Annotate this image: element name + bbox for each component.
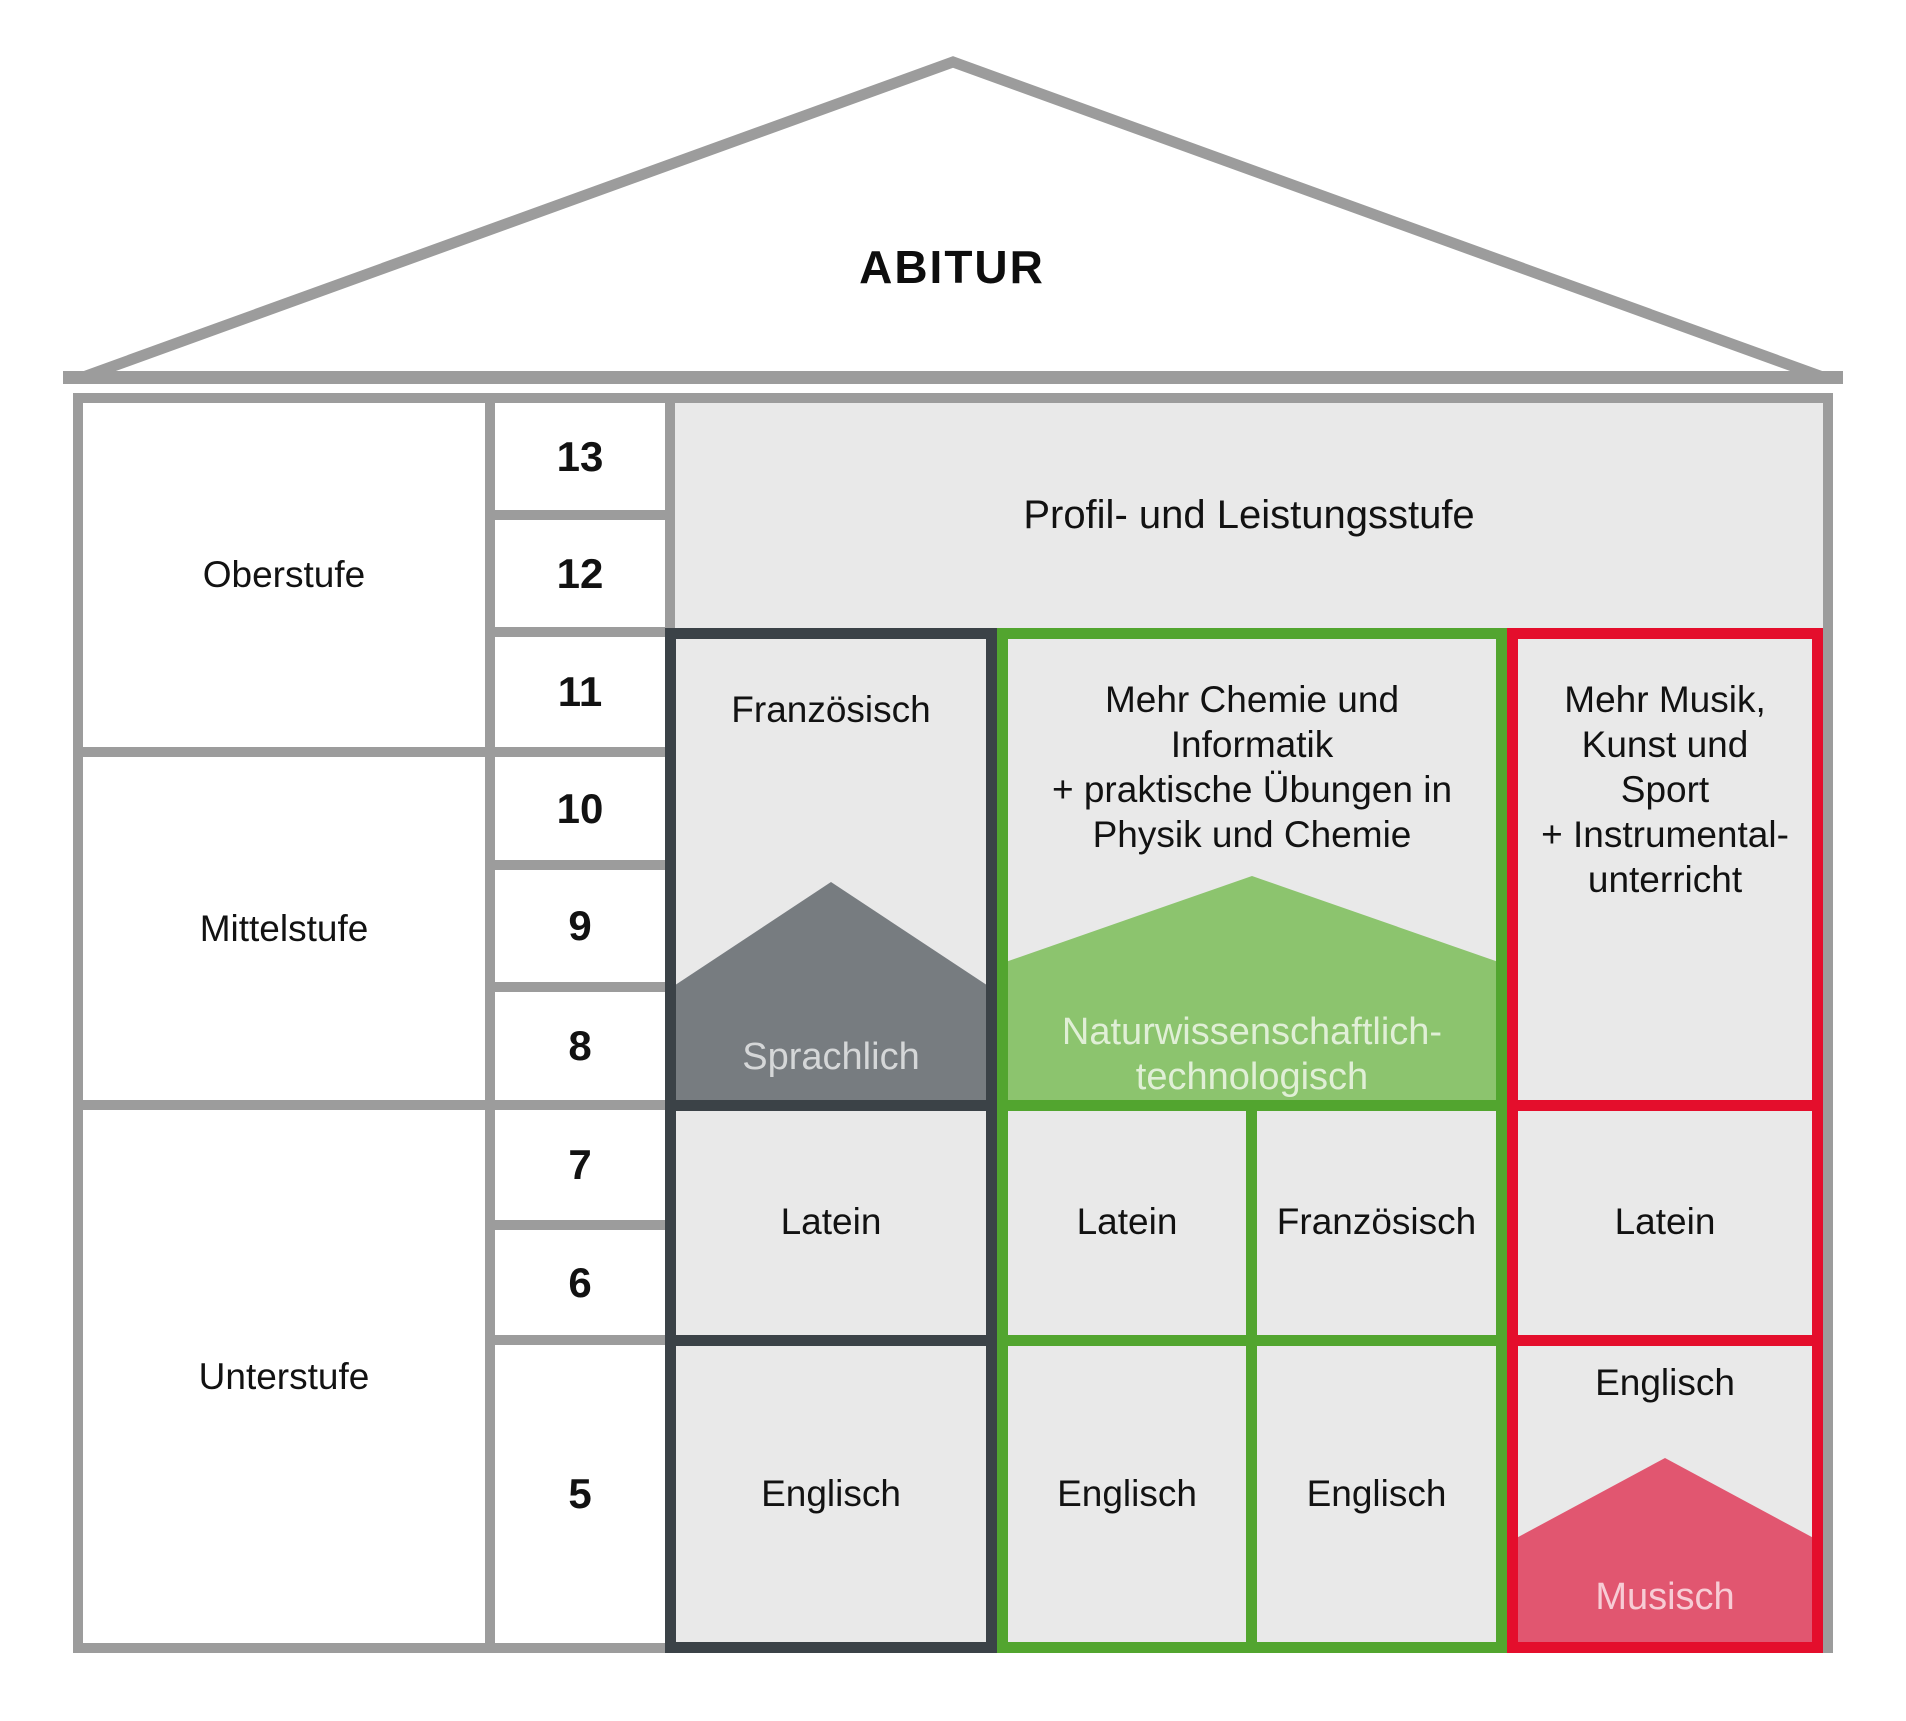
- grade-label-10: 10: [556, 784, 604, 832]
- grade-cell-6: 6: [495, 1230, 665, 1345]
- stage-cell-mittelstufe: Mittelstufe: [83, 757, 485, 1110]
- track-naturwissenschaftlich-technologisch: Mehr Chemie und Informatik + praktische …: [997, 628, 1507, 1653]
- nt-left-lower-subject: Englisch: [1057, 1473, 1197, 1514]
- nt-subcolumn-divider: [1246, 1111, 1257, 1642]
- sprachlich-middle-subject: Latein: [780, 1201, 882, 1242]
- sprachlich-divider-upper: [676, 1100, 986, 1111]
- grade-cell-10: 10: [495, 757, 665, 870]
- grade-label-5: 5: [568, 1470, 592, 1517]
- grade-label-11: 11: [557, 668, 603, 715]
- musisch-house-banner: Musisch: [1518, 1458, 1812, 1642]
- nt-profile-line-2: Informatik: [1170, 724, 1334, 765]
- stage-label-oberstufe: Oberstufe: [202, 554, 366, 595]
- musisch-profile-line-4: + Instrumental-: [1541, 814, 1789, 855]
- stage-cell-oberstufe: Oberstufe: [83, 403, 485, 757]
- grade-label-7: 7: [568, 1141, 592, 1188]
- grade-label-8: 8: [568, 1022, 592, 1069]
- grade-label-9: 9: [568, 902, 592, 949]
- musisch-profile-line-3: Sport: [1620, 769, 1710, 810]
- stage-cell-unterstufe: Unterstufe: [83, 1110, 485, 1643]
- nt-banner-line-1: Naturwissenschaftlich-: [1061, 1011, 1443, 1053]
- grid-line-stage-grade: [485, 403, 495, 1643]
- nt-banner-line-2: technologisch: [1135, 1056, 1369, 1098]
- sprachlich-house-banner: Sprachlich: [676, 882, 986, 1100]
- profil-leistungsstufe-band: Profil- und Leistungsstufe: [675, 403, 1823, 628]
- nt-divider-lower: [1008, 1335, 1496, 1346]
- musisch-profile-line-5: unterricht: [1587, 859, 1743, 900]
- musisch-divider-lower: [1518, 1335, 1812, 1346]
- musisch-middle-subject: Latein: [1614, 1201, 1716, 1242]
- sprachlich-divider-lower: [676, 1335, 986, 1346]
- sprachlich-banner-label: Sprachlich: [742, 1036, 920, 1078]
- nt-house-banner: Naturwissenschaftlich- technologisch: [1008, 876, 1496, 1100]
- track-musisch: Mehr Musik, Kunst und Sport + Instrument…: [1507, 628, 1823, 1653]
- musisch-divider-upper: [1518, 1100, 1812, 1111]
- grade-cell-7: 7: [495, 1110, 665, 1230]
- grade-cell-11: 11: [495, 637, 665, 757]
- stage-label-unterstufe: Unterstufe: [198, 1355, 370, 1397]
- nt-divider-upper: [1008, 1100, 1496, 1111]
- musisch-profile-line-2: Kunst und: [1581, 724, 1749, 765]
- nt-profile-line-4: Physik und Chemie: [1092, 814, 1412, 855]
- grade-cell-13: 13: [495, 403, 665, 520]
- grade-cell-9: 9: [495, 870, 665, 992]
- musisch-profile-line-1: Mehr Musik,: [1564, 679, 1766, 720]
- grade-cell-8: 8: [495, 992, 665, 1110]
- roof-title: ABITUR: [859, 241, 1045, 293]
- grade-label-13: 13: [556, 432, 604, 480]
- stage-label-mittelstufe: Mittelstufe: [199, 907, 369, 949]
- nt-right-middle-subject: Französisch: [1276, 1201, 1477, 1242]
- nt-profile-line-1: Mehr Chemie und: [1104, 679, 1400, 720]
- grade-cell-12: 12: [495, 520, 665, 637]
- roof-outline: [63, 56, 1843, 384]
- nt-banner-label: Naturwissenschaftlich- technologisch: [1008, 1010, 1496, 1100]
- nt-right-lower-subject: Englisch: [1306, 1473, 1447, 1514]
- musisch-lower-subject: Englisch: [1595, 1362, 1735, 1403]
- musisch-profile-text: Mehr Musik, Kunst und Sport + Instrument…: [1518, 677, 1812, 902]
- nt-profile-text: Mehr Chemie und Informatik + praktische …: [1008, 677, 1496, 857]
- grade-cell-5: 5: [495, 1345, 665, 1643]
- grade-label-12: 12: [556, 549, 604, 597]
- nt-profile-line-3: + praktische Übungen in: [1051, 769, 1453, 810]
- sprachlich-profile-subject: Französisch: [731, 689, 931, 730]
- band-title: Profil- und Leistungsstufe: [1023, 493, 1475, 537]
- musisch-banner-label: Musisch: [1595, 1576, 1735, 1618]
- sprachlich-lower-subject: Englisch: [761, 1473, 901, 1514]
- nt-left-middle-subject: Latein: [1076, 1201, 1178, 1242]
- track-sprachlich: Französisch Sprachlich Latein Englisch: [665, 628, 997, 1653]
- grade-label-6: 6: [568, 1258, 592, 1306]
